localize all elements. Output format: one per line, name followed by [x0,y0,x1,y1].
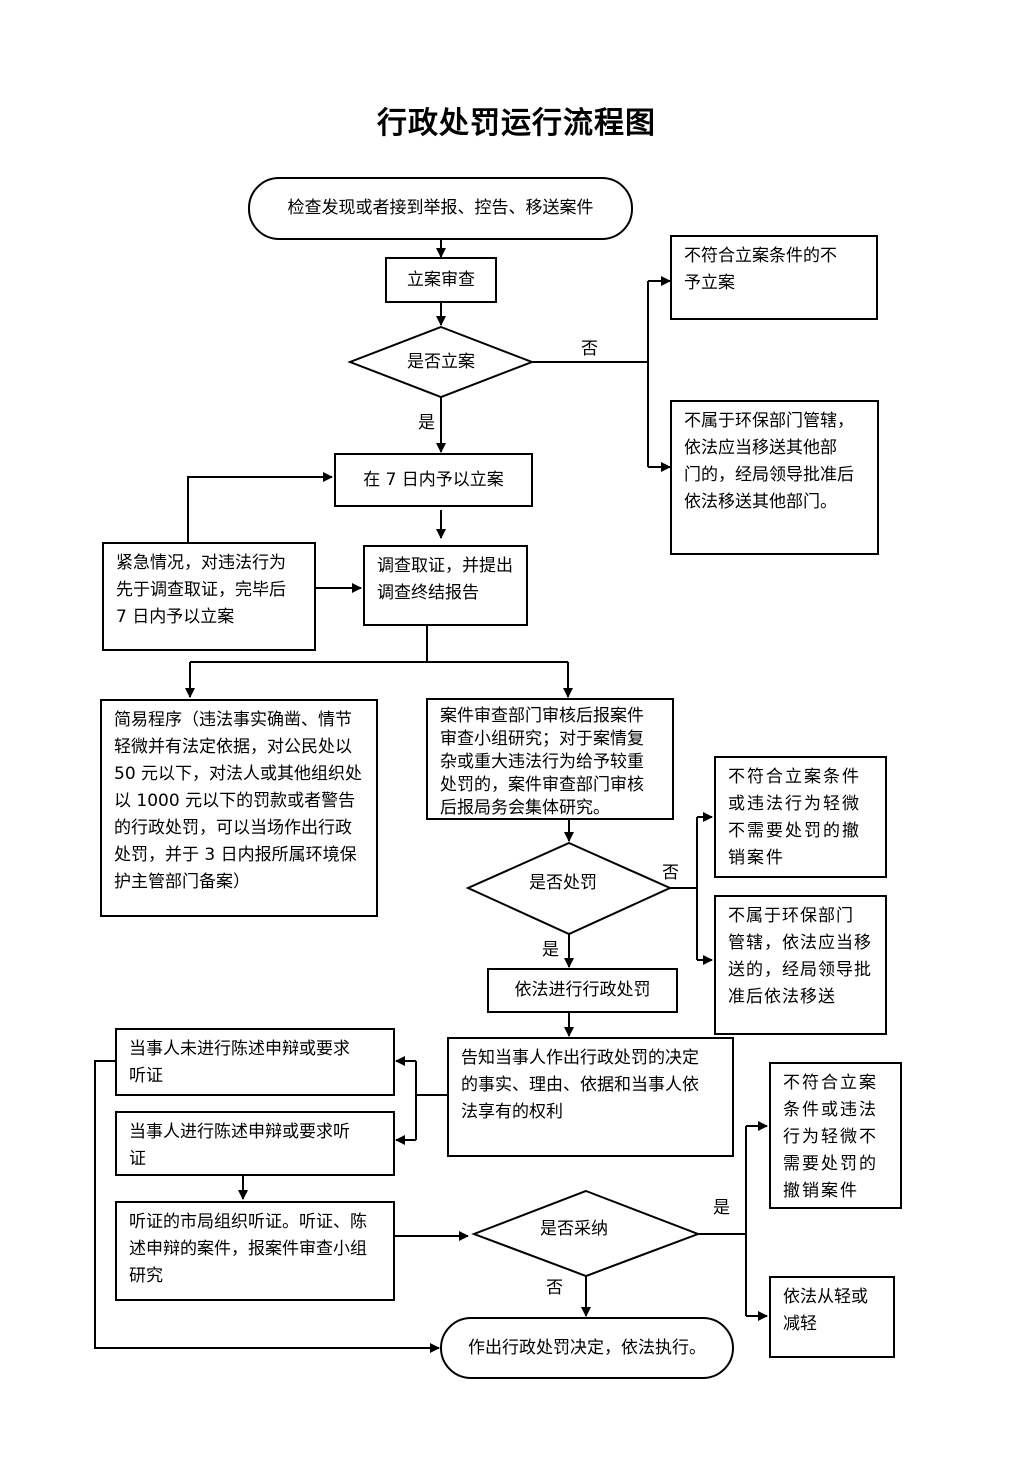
statement-node: 当事人进行陈述申辩或要求听 证 [115,1111,395,1176]
label-yes-3: 是 [713,1198,730,1218]
review-node: 立案审查 [385,257,497,303]
label-yes-2: 是 [542,940,559,960]
urgent-node: 紧急情况，对违法行为 先于调查取证，完毕后 7 日内予以立案 [102,542,316,651]
no-statement-node: 当事人未进行陈述申辩或要求 听证 [115,1028,395,1096]
label-no-3: 否 [546,1278,563,1298]
notify-node: 告知当事人作出行政处罚的决定 的事实、理由、依据和当事人依 法享有的权利 [447,1037,734,1157]
case-review-node: 案件审查部门审核后报案件 审查小组研究；对于案情复 杂或重大违法行为给予较重 处… [426,698,674,820]
label-no-2: 否 [662,863,679,883]
decision-penalty-label: 是否处罚 [529,873,597,893]
final-node: 作出行政处罚决定，依法执行。 [468,1338,706,1358]
reject-node-3: 不符合立案 条件或违法 行为轻微不 需要处罚的 撤销案件 [769,1062,902,1209]
arrow-no-statement-final [94,1060,440,1353]
reject-node-2: 不符合立案条件 或违法行为轻微 不需要处罚的撤 销案件 [714,756,887,878]
final-oval [440,1317,734,1379]
transfer-node-1: 不属于环保部门管辖， 依法应当移送其他部 门的，经局领导批准后 依法移送其他部门… [670,400,879,555]
simple-procedure-node: 简易程序（违法事实确凿、情节 轻微并有法定依据，对公民处以 50 元以下，对法人… [100,699,378,917]
label-yes-1: 是 [418,413,435,433]
investigate-node: 调查取证，并提出 调查终结报告 [363,545,528,626]
file-7days-node: 在 7 日内予以立案 [334,453,533,507]
arrow-urgent-file [187,472,333,542]
label-no-1: 否 [581,339,598,359]
decision-file-label: 是否立案 [407,352,475,372]
start-node: 检查发现或者接到举报、控告、移送案件 [287,198,594,218]
page-title: 行政处罚运行流程图 [377,106,656,141]
reject-node-1: 不符合立案条件的不 予立案 [670,235,878,320]
lighter-node: 依法从轻或 减轻 [769,1276,895,1358]
hearing-node: 听证的市局组织听证。听证、陈 述申辩的案件，报案件审查小组 研究 [115,1201,395,1301]
transfer-node-2: 不属于环保部门 管辖，依法应当移 送的，经局领导批 准后依法移送 [714,895,887,1035]
decision-accept-label: 是否采纳 [540,1219,608,1239]
penalty-node: 依法进行行政处罚 [487,968,678,1013]
